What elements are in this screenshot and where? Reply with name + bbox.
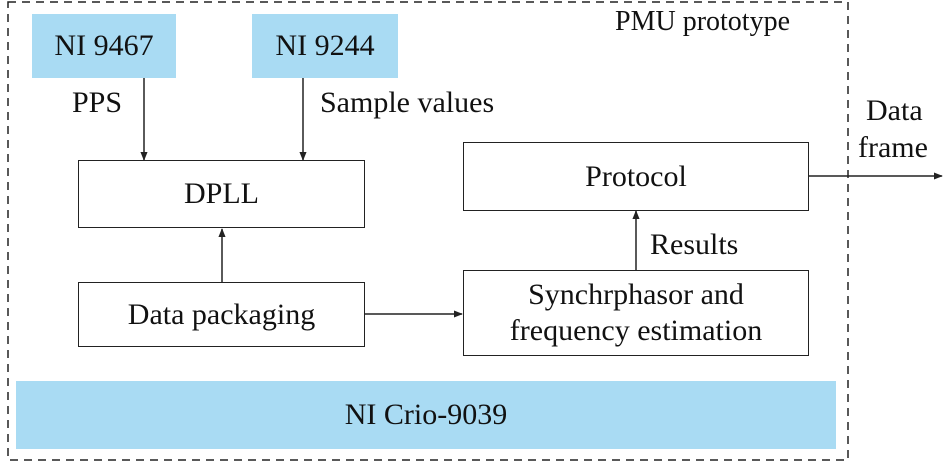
ni-9467-module: NI 9467 (32, 14, 176, 78)
dpll-block: DPLL (78, 160, 365, 228)
ni-9467-label: NI 9467 (54, 29, 154, 62)
dpll-label: DPLL (184, 177, 259, 210)
ni-9244-module: NI 9244 (252, 14, 398, 78)
pmu-prototype-label: PMU prototype (615, 6, 790, 37)
ni-crio-9039-module: NI Crio-9039 (16, 381, 836, 449)
estimation-block: Synchrphasor and frequency estimation (463, 270, 809, 356)
estimation-label-line2: frequency estimation (509, 314, 763, 347)
pmu-prototype-border (7, 1, 849, 461)
protocol-label: Protocol (585, 159, 687, 193)
data-frame-label-line1: Data (866, 94, 923, 127)
ni-9244-label: NI 9244 (275, 29, 375, 62)
ni-crio-9039-label: NI Crio-9039 (344, 398, 508, 431)
protocol-block: Protocol (463, 142, 809, 211)
data-frame-label-line2: frame (858, 131, 928, 164)
data-packaging-label: Data packaging (127, 297, 316, 331)
pps-label: PPS (72, 86, 123, 119)
estimation-label-line1: Synchrphasor and (528, 278, 744, 311)
results-label: Results (650, 228, 739, 261)
sample-values-label: Sample values (320, 86, 495, 119)
data-packaging-block: Data packaging (78, 282, 365, 347)
